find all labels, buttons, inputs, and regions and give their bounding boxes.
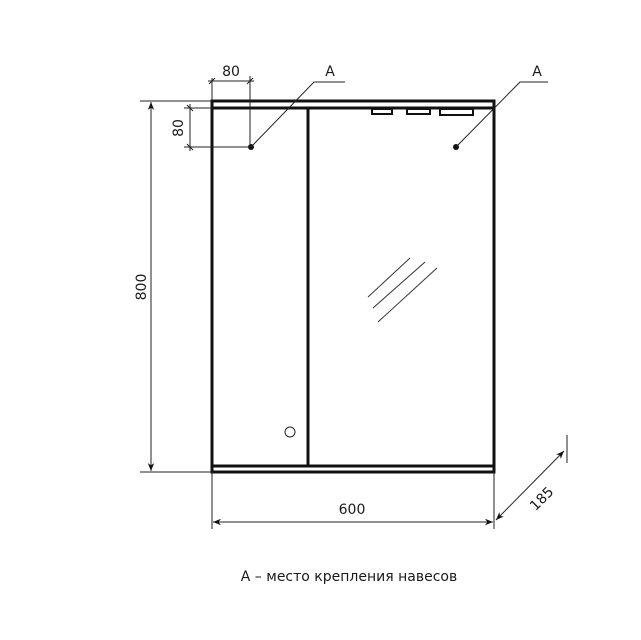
door-knob	[284, 426, 296, 438]
dim-offset-y	[184, 104, 250, 151]
dim-offset-x-label: 80	[222, 64, 240, 80]
dim-width-label: 600	[339, 502, 366, 518]
dim-width	[211, 472, 495, 529]
mirror-glare	[367, 257, 438, 323]
dim-depth	[495, 435, 568, 521]
mount-label-right: A	[532, 64, 542, 80]
dim-offset-x	[208, 76, 254, 147]
caption: А – место крепления навесов	[241, 569, 457, 585]
mount-label-left: A	[325, 64, 335, 80]
dim-height	[140, 100, 212, 473]
hinges	[371, 108, 474, 116]
dim-height-label: 800	[134, 274, 150, 301]
leader-left	[250, 81, 345, 148]
dim-offset-y-label: 80	[171, 119, 187, 137]
cabinet-body	[210, 99, 496, 474]
leader-right	[455, 81, 548, 148]
dim-depth-label: 185	[527, 484, 557, 514]
